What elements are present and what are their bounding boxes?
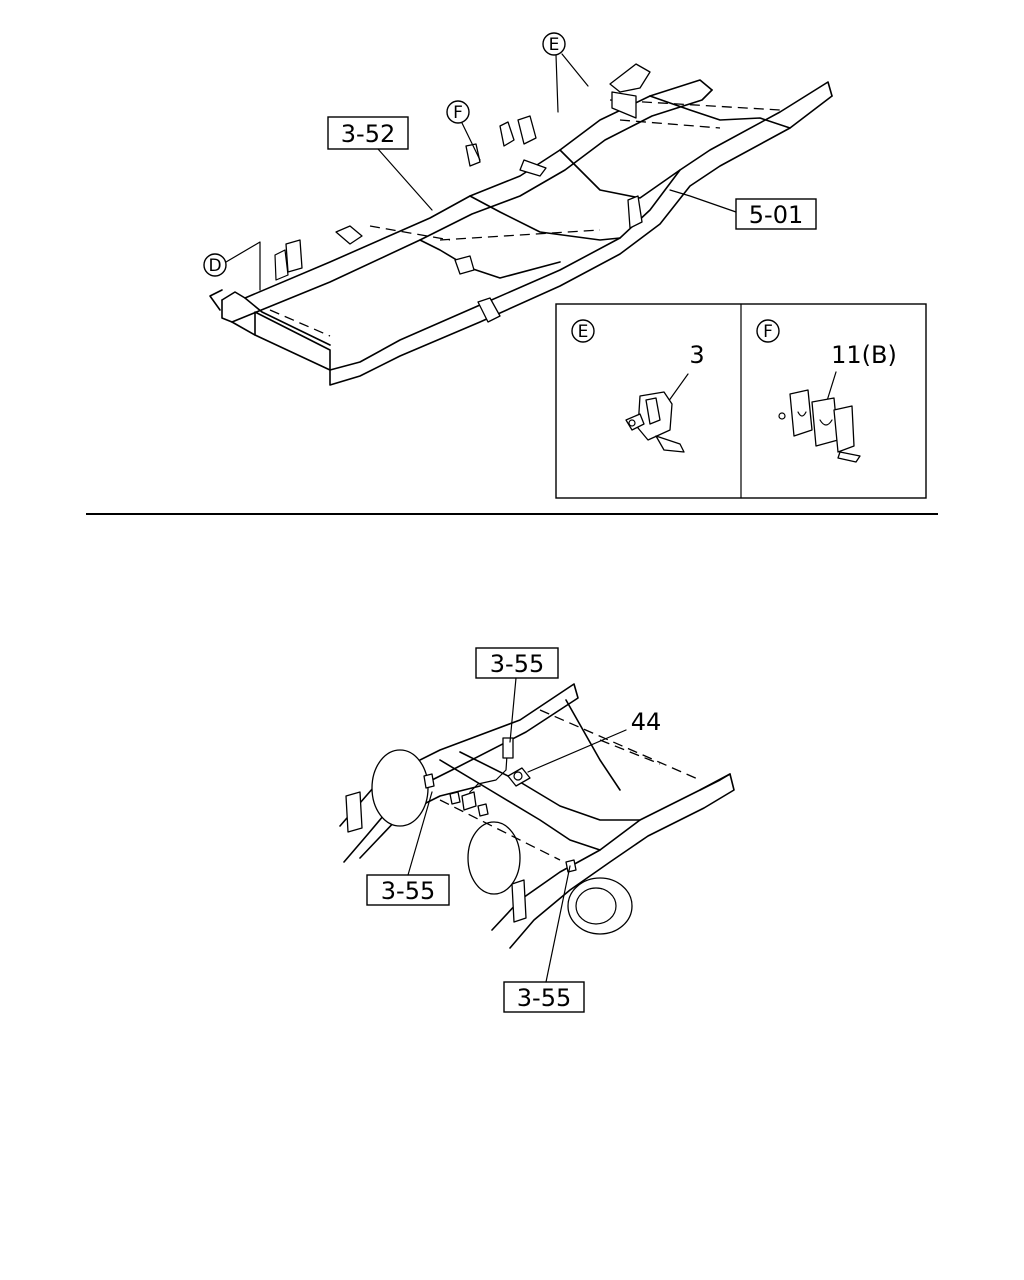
part-44-callout: 44 [527, 708, 662, 773]
callout-5-01-box [735, 198, 817, 230]
inset-e: E 3 [571, 319, 705, 453]
inset-f-letter: F [763, 322, 773, 342]
callout-3-55-top-label: 3-55 [490, 650, 544, 678]
rear-axle-illustration [339, 683, 735, 949]
inset-e-marker [571, 319, 595, 343]
callout-5-01: 5-01 [669, 189, 817, 230]
leader-line [561, 53, 589, 87]
callout-3-55-top-box [475, 647, 559, 679]
callout-3-52: 3-52 [327, 116, 433, 211]
wheel-hub-center [467, 821, 521, 895]
leader-line [225, 241, 261, 291]
detail-marker-d-circle [203, 253, 227, 277]
callout-3-55-left-box [366, 874, 450, 906]
leader-line [377, 148, 433, 211]
detail-marker-e-label: E [549, 35, 560, 55]
leader-line [545, 865, 571, 983]
brake-hose-fitting [502, 737, 514, 759]
wheel-hub-right [567, 877, 633, 935]
inset-e-part-number: 3 [689, 341, 704, 369]
detail-marker-f-label: F [453, 103, 463, 123]
callout-3-55-bottom-label: 3-55 [517, 984, 571, 1012]
callout-3-55-left-label: 3-55 [381, 877, 435, 905]
leader-line [509, 677, 517, 743]
callout-3-55-bottom-box [503, 981, 585, 1013]
vehicle-frame-illustration [209, 63, 833, 386]
leader-line [555, 54, 559, 113]
clip-part-11-illustration [778, 389, 861, 463]
callout-3-52-label: 3-52 [341, 120, 395, 148]
leader-line [527, 729, 627, 773]
detail-inset-panel: E 3 F 11(B) [555, 303, 927, 499]
detail-marker-d-label: D [208, 256, 221, 276]
leader-line [667, 373, 689, 403]
inset-f-marker [756, 319, 780, 343]
callout-3-52-box [327, 116, 409, 150]
callout-3-55-bottom: 3-55 [503, 865, 585, 1013]
inset-f-part-number: 11(B) [831, 341, 897, 369]
wheel-hub-left [371, 749, 429, 827]
clip-part-3-illustration [625, 391, 685, 453]
callout-3-55-top: 3-55 [475, 647, 559, 743]
callout-5-01-label: 5-01 [749, 201, 803, 229]
inset-e-letter: E [578, 322, 589, 342]
leader-line [669, 189, 737, 213]
detail-marker-e: E [542, 32, 589, 113]
leader-line [461, 122, 481, 161]
leader-line [407, 791, 433, 876]
callout-3-55-left: 3-55 [366, 791, 450, 906]
detail-marker-e-circle [542, 32, 566, 56]
inset-f: F 11(B) [756, 319, 897, 463]
detail-marker-d: D [203, 241, 261, 291]
detail-marker-f-circle [446, 100, 470, 124]
detail-marker-f: F [446, 100, 481, 161]
part-44-label: 44 [631, 708, 662, 736]
